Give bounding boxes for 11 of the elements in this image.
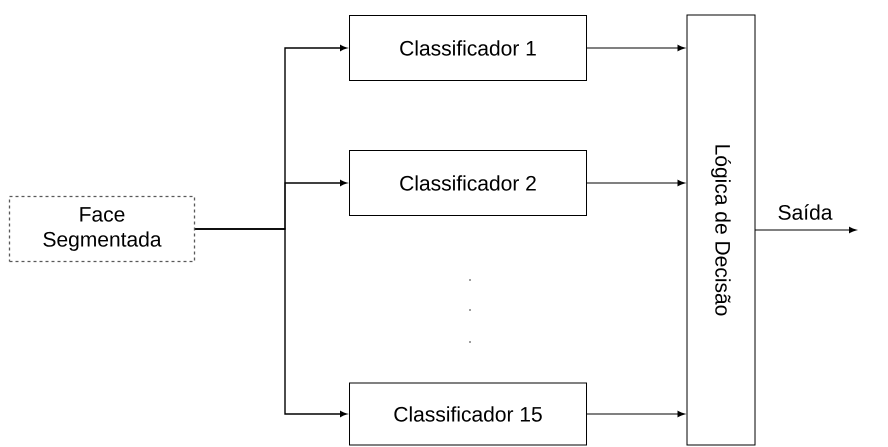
- classifier-box: Classificador 1: [349, 15, 587, 81]
- arrow: [195, 228, 347, 417]
- edge-label: Saída: [778, 204, 832, 220]
- arrow: [755, 226, 857, 234]
- input-box: Face Segmentada: [8, 196, 196, 262]
- arrow: [586, 44, 686, 52]
- arrow: [586, 410, 686, 418]
- decision-box: Lógica de Decisão: [686, 14, 756, 446]
- classifier-box: Classificador 2: [349, 150, 587, 216]
- arrow: [586, 180, 686, 186]
- classifier-box: Classificador 15: [349, 382, 587, 446]
